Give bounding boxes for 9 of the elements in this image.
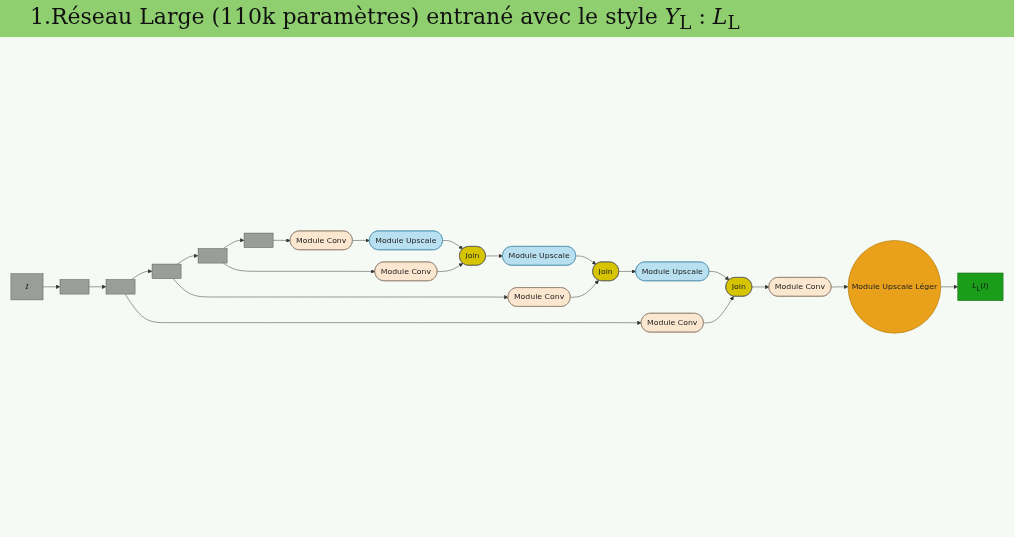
node-circle xyxy=(847,240,942,334)
node-bar xyxy=(151,264,182,280)
node-box xyxy=(10,273,44,301)
node-box xyxy=(957,273,1004,302)
title: 1.Réseau Large (110k paramètres) entrané avec le style Y$_{L}$ : L$_{L}$ xyxy=(0,0,1014,38)
node-bar xyxy=(243,233,274,249)
node-bar xyxy=(197,248,228,264)
node-bar xyxy=(59,279,90,295)
node-bar xyxy=(105,279,136,295)
